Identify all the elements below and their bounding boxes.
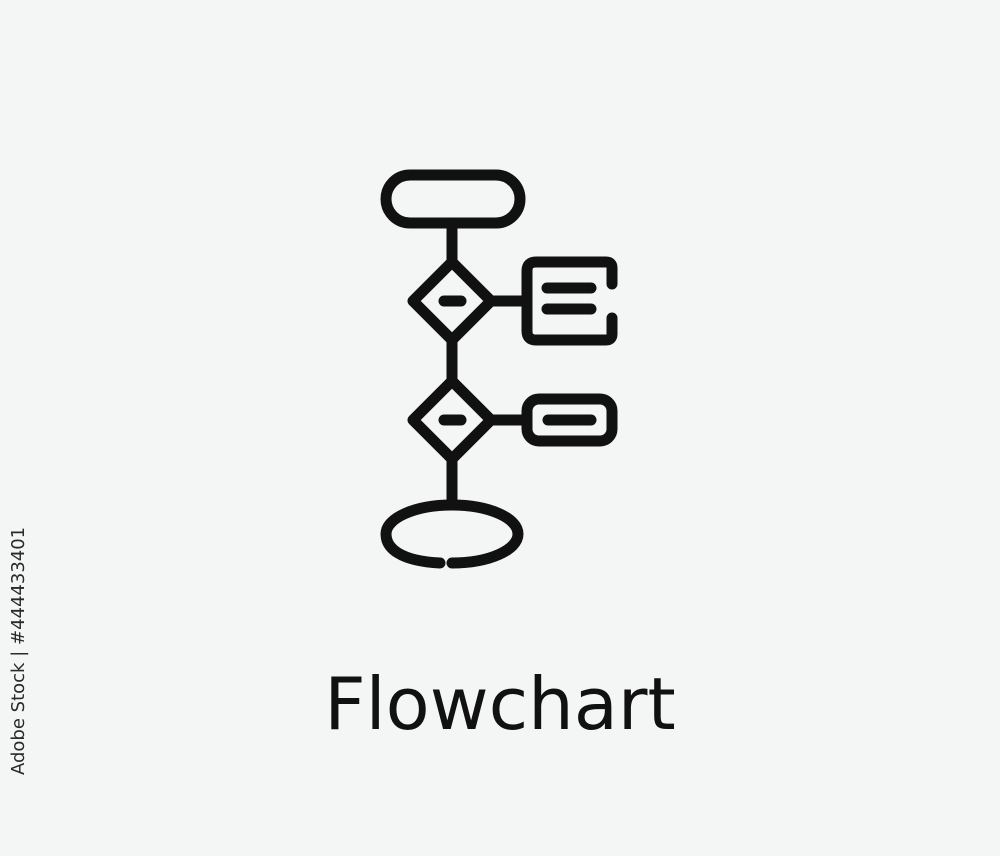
- flowchart-end-shape: [380, 499, 524, 569]
- flowchart-process-1-shape: [521, 256, 618, 346]
- icon-caption: Flowchart: [324, 662, 676, 746]
- stock-id-label: Adobe Stock | #444433401: [8, 526, 29, 775]
- flowchart-start-shape: [380, 169, 526, 229]
- flowchart-process-2-shape: [521, 393, 618, 447]
